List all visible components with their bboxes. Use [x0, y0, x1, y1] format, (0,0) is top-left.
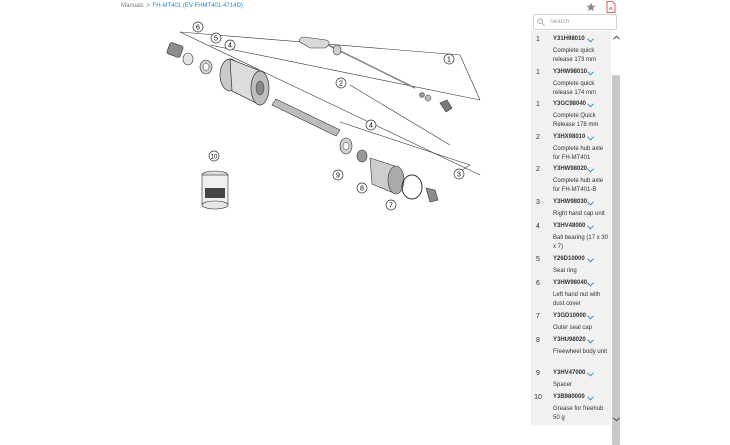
- part-code: Y3HU98020: [553, 337, 586, 343]
- part-description: Freewheel body unit: [553, 349, 608, 355]
- callout-8-label: 8: [360, 186, 364, 193]
- hub-axle: [271, 98, 341, 137]
- breadcrumb-current-link[interactable]: FH-MT401 (EV-FHMT401-4714D): [152, 3, 243, 9]
- quick-release-skewer: [299, 36, 453, 113]
- chevron-down-icon[interactable]: [586, 338, 594, 344]
- chevron-down-icon[interactable]: [586, 200, 594, 206]
- chevron-down-icon[interactable]: [586, 135, 594, 141]
- callout-4-bottom-label: 4: [369, 123, 373, 130]
- part-description: Right hand cap unit: [553, 211, 605, 217]
- chevron-down-icon[interactable]: [586, 257, 594, 263]
- toolbar: [585, 1, 617, 13]
- part-description: Outer seal cap: [553, 325, 593, 331]
- scroll-down-icon[interactable]: [612, 415, 620, 423]
- search-icon: [537, 17, 547, 27]
- scrollbar-thumb[interactable]: [612, 75, 620, 445]
- callout-9: 9: [332, 169, 344, 181]
- part-number: 6: [536, 280, 540, 287]
- pdf-icon[interactable]: [605, 1, 617, 13]
- callout-7-label: 7: [389, 203, 393, 210]
- callout-5: 5: [210, 32, 222, 44]
- chevron-down-icon[interactable]: [586, 281, 594, 287]
- part-code: Y26D10000: [553, 256, 585, 262]
- chevron-down-icon[interactable]: [586, 37, 594, 43]
- chevron-down-icon[interactable]: [586, 395, 594, 401]
- hub-shell: [219, 58, 270, 106]
- breadcrumb-manuals-link[interactable]: Manuals: [121, 3, 144, 9]
- callout-6-label: 6: [196, 25, 200, 32]
- grease-jar: [201, 170, 229, 210]
- search-input[interactable]: [547, 19, 612, 25]
- part-code: Y3HX98010: [553, 134, 586, 140]
- part-number: 7: [536, 313, 540, 320]
- callout-4-bottom: 4: [365, 119, 377, 131]
- part-number: 1: [536, 101, 540, 108]
- bearing-and-freewheel: [339, 137, 439, 203]
- part-code: Y3GD10000: [553, 313, 587, 319]
- chevron-down-icon[interactable]: [586, 224, 594, 230]
- part-number: 8: [536, 337, 540, 344]
- part-number: 1: [536, 36, 540, 43]
- part-code: Y3HW98010: [553, 69, 588, 75]
- callout-4-top-label: 4: [228, 43, 232, 50]
- callout-6: 6: [192, 21, 204, 33]
- breadcrumb-separator: >: [146, 3, 150, 9]
- callout-5-label: 5: [214, 36, 218, 43]
- callout-3: 3: [453, 168, 465, 180]
- chevron-down-icon[interactable]: [586, 102, 594, 108]
- part-code: Y31H98010: [553, 36, 585, 42]
- part-number: 2: [536, 166, 540, 173]
- part-number: 2: [536, 134, 540, 141]
- part-code: Y3HV48000: [553, 223, 586, 229]
- part-description: Complete Quick Release 178 mm: [553, 113, 599, 128]
- callout-10-label: 10: [211, 155, 218, 161]
- callout-9-label: 9: [336, 173, 340, 180]
- part-number: 10: [534, 394, 542, 401]
- part-number: 9: [536, 370, 540, 377]
- part-code: Y3HV47000: [553, 370, 586, 376]
- callout-4-top: 4: [224, 39, 236, 51]
- part-description: Spacer: [553, 382, 573, 388]
- part-description: Ball bearing (17 x 30 x 7): [553, 235, 609, 250]
- part-code: Y3B980000: [553, 394, 585, 400]
- parts-list-scrollbar[interactable]: [611, 31, 621, 445]
- part-description: Complete hub axle for FH-MT401: [553, 146, 604, 161]
- callout-2: 2: [335, 77, 347, 89]
- part-number: 1: [536, 69, 540, 76]
- search-box: [533, 14, 617, 30]
- part-code: Y3HW98040: [553, 280, 588, 286]
- callout-8: 8: [356, 182, 368, 194]
- chevron-down-icon[interactable]: [586, 167, 594, 173]
- part-description: Complete quick release 174 mm: [553, 81, 597, 96]
- part-number: 3: [536, 199, 540, 206]
- parts-list: 1 Y31H98010 Complete quick release 173 m…: [531, 31, 611, 425]
- callout-2-label: 2: [339, 81, 343, 88]
- callout-7: 7: [385, 199, 397, 211]
- part-description: Left hand nut with dust cover: [553, 292, 601, 307]
- part-description: Seal ring: [553, 268, 577, 274]
- left-hand-nut: [166, 42, 213, 75]
- part-number: 5: [536, 256, 540, 263]
- part-description: Complete hub axle for FH-MT401-B: [553, 178, 604, 193]
- callout-1-label: 1: [447, 57, 451, 64]
- part-description: Grease for freehub 50 g: [553, 406, 604, 421]
- chevron-down-icon[interactable]: [586, 314, 594, 320]
- callout-3-label: 3: [457, 172, 461, 179]
- part-code: Y3GC98040: [553, 101, 587, 107]
- scroll-up-icon[interactable]: [612, 33, 620, 41]
- chevron-down-icon[interactable]: [586, 371, 594, 377]
- part-code: Y3HW98020: [553, 166, 588, 172]
- chevron-down-icon[interactable]: [586, 70, 594, 76]
- star-icon[interactable]: [585, 1, 597, 13]
- breadcrumb: Manuals > FH-MT401 (EV-FHMT401-4714D): [121, 3, 243, 9]
- callout-10: 10: [208, 150, 220, 162]
- part-code: Y3HW98030: [553, 199, 588, 205]
- callout-1: 1: [443, 53, 455, 65]
- part-description: Complete quick release 173 mm: [553, 48, 597, 63]
- exploded-parts-diagram: 1 2 3 4 4 5 6 7 8 9 10: [166, 21, 481, 211]
- part-number: 4: [536, 223, 540, 230]
